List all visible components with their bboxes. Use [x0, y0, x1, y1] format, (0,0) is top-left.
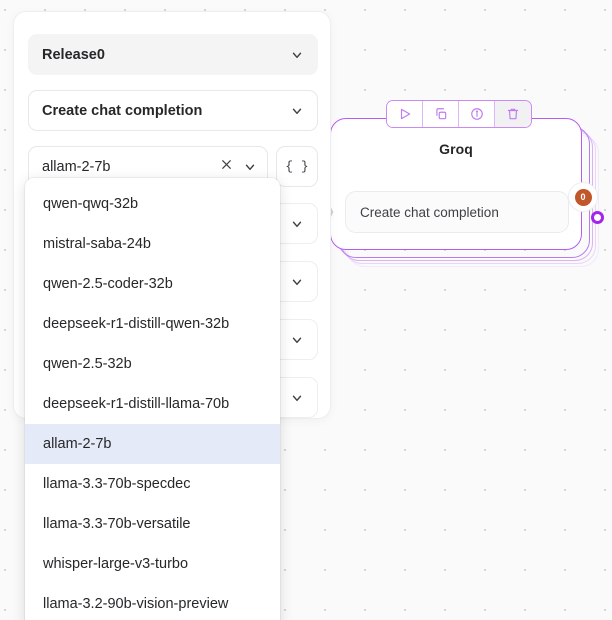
chevron-down-icon — [290, 275, 304, 289]
dropdown-option[interactable]: llama-3.3-70b-specdec — [43, 476, 191, 492]
close-icon[interactable] — [214, 158, 239, 175]
operation-select-value: Create chat completion — [42, 102, 203, 119]
node-title: Groq — [439, 141, 473, 157]
dropdown-option[interactable]: llama-3.2-90b-vision-preview — [43, 596, 229, 612]
model-dropdown-list[interactable]: qwen-qwq-32b mistral-saba-24b qwen-2.5-cod… — [25, 178, 280, 620]
dropdown-option[interactable]: deepseek-r1-distill-qwen-32b — [43, 316, 230, 332]
dropdown-option[interactable]: qwen-qwq-32b — [43, 196, 139, 212]
model-select-value: allam-2-7b — [42, 158, 111, 175]
badge-count: 0 — [574, 188, 592, 206]
release-select[interactable]: Release0 — [28, 34, 318, 75]
chevron-down-icon[interactable] — [239, 160, 257, 174]
workflow-node-groq[interactable]: Groq Create chat completion ❭ 0 — [324, 100, 604, 267]
trash-icon[interactable] — [495, 101, 531, 127]
dropdown-option[interactable]: allam-2-7b — [25, 424, 280, 464]
node-output-handle[interactable] — [591, 211, 604, 224]
dropdown-option[interactable]: llama-3.3-70b-versatile — [43, 516, 191, 532]
info-icon[interactable] — [459, 101, 495, 127]
node-body[interactable]: Groq Create chat completion — [330, 118, 582, 250]
copy-icon[interactable] — [423, 101, 459, 127]
operation-select[interactable]: Create chat completion — [28, 90, 318, 131]
dropdown-option[interactable]: mistral-saba-24b — [43, 236, 151, 252]
node-operation-label[interactable]: Create chat completion — [345, 191, 569, 233]
dropdown-option[interactable]: qwen-2.5-coder-32b — [43, 276, 173, 292]
chevron-down-icon — [290, 333, 304, 347]
chevron-down-icon — [290, 48, 304, 62]
json-toggle-button[interactable]: { } — [276, 146, 318, 187]
chevron-down-icon — [290, 391, 304, 405]
node-toolbar[interactable] — [386, 100, 532, 128]
release-select-value: Release0 — [42, 46, 105, 63]
dropdown-option[interactable]: deepseek-r1-distill-llama-70b — [43, 396, 230, 412]
node-credential-badge[interactable]: 0 — [568, 182, 598, 212]
dropdown-option[interactable]: whisper-large-v3-turbo — [43, 556, 189, 572]
chevron-down-icon — [290, 104, 304, 118]
chevron-down-icon — [290, 217, 304, 231]
dropdown-option[interactable]: qwen-2.5-32b — [43, 356, 132, 372]
play-icon[interactable] — [387, 101, 423, 127]
